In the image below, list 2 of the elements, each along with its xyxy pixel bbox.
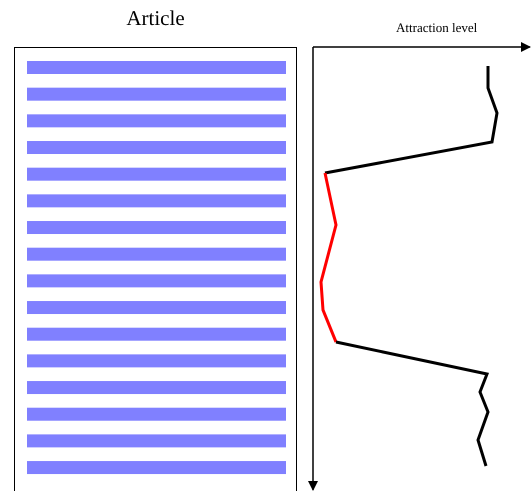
axis-label: Attraction level [396,20,478,36]
heading: Article [125,6,186,31]
